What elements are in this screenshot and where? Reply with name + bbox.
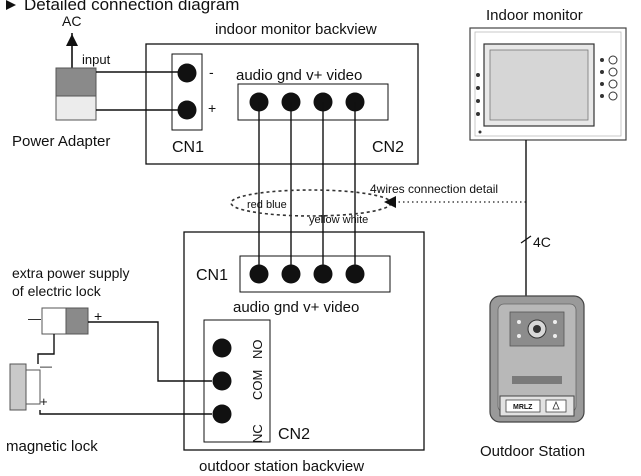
cable-4c-label: 4C [533,234,551,250]
outdoor-station-brand: MRLZ [513,404,533,411]
outdoor-gnd-terminal [281,264,301,284]
outdoor-video-terminal [345,264,365,284]
indoor-cn1-minus-label: - [209,64,214,80]
indoor-monitor-title: Indoor monitor [486,7,583,24]
outdoor-no-terminal [212,338,232,358]
wire-colors-top: red blue [247,199,287,211]
indoor-cn1-label: CN1 [172,139,204,156]
indoor-cn1-minus-terminal [177,63,197,83]
outdoor-backview-box [183,231,425,451]
nc-label: NC [250,424,265,443]
battery-icon [41,307,89,335]
outdoor-audio-terminal [249,264,269,284]
magnetic-lock-label: magnetic lock [6,438,98,455]
outdoor-cn1-label: CN1 [196,267,228,284]
lock-minus-label: — [40,359,52,373]
call-bell-icon [552,400,560,410]
outdoor-terminal-labels: audio gnd v+ video [233,299,359,316]
detail-arrow-icon [384,196,396,208]
battery-plus-label: + [94,308,102,324]
lock-plus-label: + [40,394,48,409]
outdoor-vplus-terminal [313,264,333,284]
cable-tick [520,235,532,244]
outdoor-backview-title: outdoor station backview [199,458,364,475]
indoor-monitor-mic-icon [478,130,482,134]
indoor-cn1-plus-terminal [177,100,197,120]
input-label: input [82,52,111,67]
extra-power-line1: extra power supply [12,265,130,281]
indoor-cn2-label: CN2 [372,139,404,156]
indoor-cn1-plus-label: + [208,100,216,116]
power-adapter-label: Power Adapter [12,133,110,150]
ac-label: AC [62,13,81,29]
indoor-monitor-buttons [600,55,618,101]
battery-minus-label: — [28,311,41,326]
outdoor-station-title: Outdoor Station [480,443,585,460]
no-label: NO [250,340,265,360]
indoor-cn2-block [237,83,389,121]
header-title: Detailed connection diagram [24,0,239,14]
indoor-backview-box [145,43,419,165]
indoor-monitor-side-icons [476,73,480,116]
outdoor-cn2-label: CN2 [278,426,310,443]
indoor-backview-title: indoor monitor backview [215,21,377,38]
extra-power-line2: of electric lock [12,283,102,299]
indoor-cn1-block [171,53,203,131]
lock-to-nc-wire [39,410,212,415]
header-bullet-icon [6,0,16,10]
outdoor-nc-terminal [212,404,232,424]
indoor-terminal-labels: audio gnd v+ video [236,67,362,84]
com-label: COM [250,370,265,400]
battery-to-com-wire [88,321,212,382]
outdoor-station-device [489,295,585,423]
magnetic-lock-icon [9,363,41,411]
connection-detail-label: 4wires connection detail [370,182,498,196]
power-adapter-icon [55,67,97,121]
outdoor-cn1-block [239,255,391,293]
ac-arrow-icon [66,34,78,46]
battery-to-lock-wire [37,334,55,364]
outdoor-com-terminal [212,371,232,391]
wire-colors-bottom: yellow white [309,214,368,226]
